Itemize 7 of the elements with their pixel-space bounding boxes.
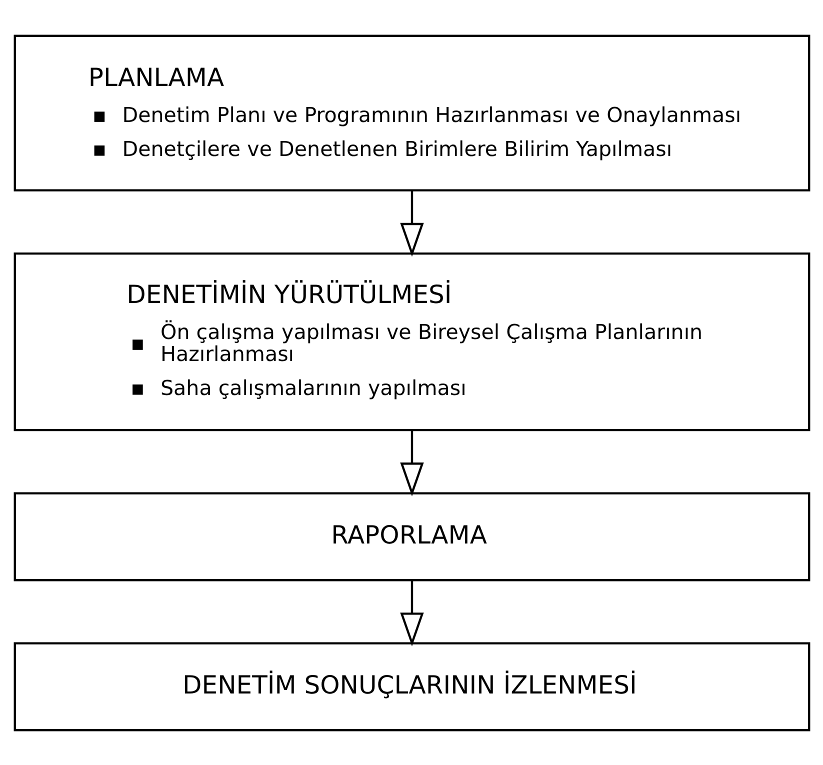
node-box: DENETİM SONUÇLARININ İZLENMESİ [13, 642, 810, 731]
arrow [400, 580, 424, 646]
arrow [400, 190, 424, 256]
node-box: RAPORLAMA [13, 492, 810, 581]
arrow [400, 430, 424, 496]
node-box: DENETİMİN YÜRÜTÜLMESİ Ön çalışma yapılması ve Bireysel Çalışma Planlarının Hazırlanması Saha çalışmalarının yapılması [13, 252, 810, 431]
node-box: PLANLAMA Denetim Planı ve Programının Hazırlanması ve Onaylanması Denetçilere ve Denetlenen Birimlere Bilirim Yapılması [13, 34, 810, 191]
